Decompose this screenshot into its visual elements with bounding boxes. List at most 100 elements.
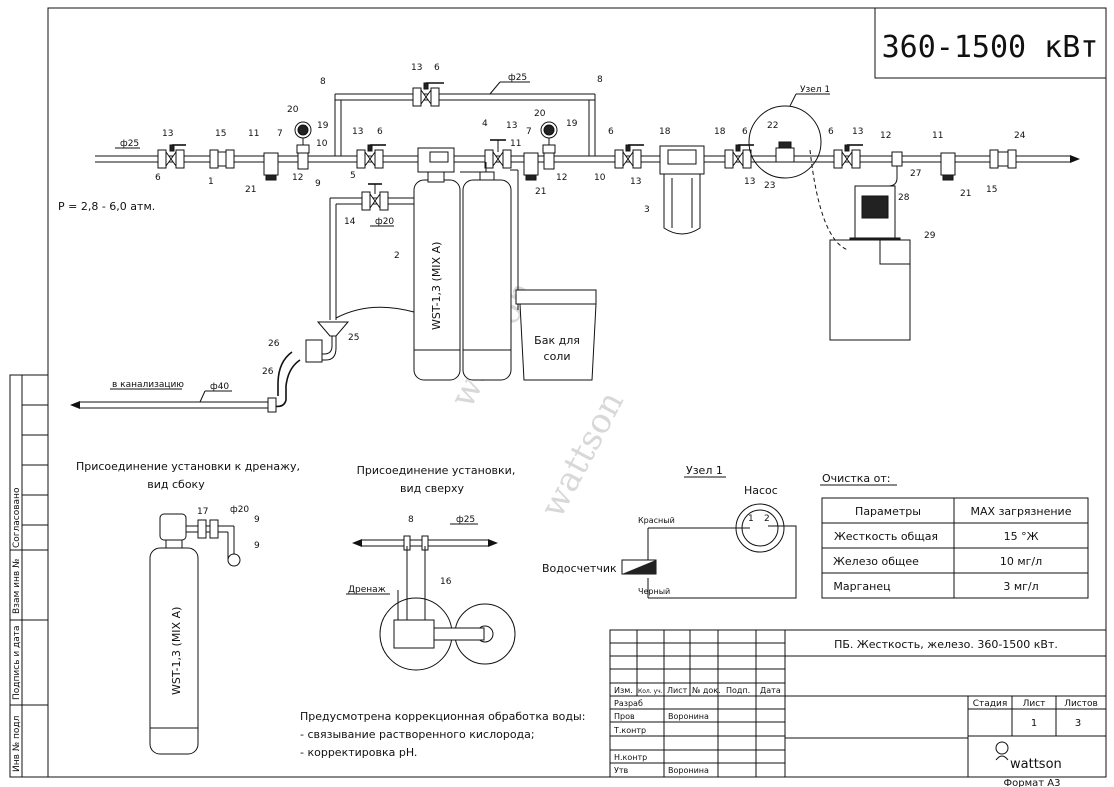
valve-inlet — [157, 144, 186, 169]
svg-text:8: 8 — [597, 75, 603, 85]
svg-text:17: 17 — [197, 507, 208, 517]
injection-12 — [891, 151, 903, 167]
watermark-2: wattson — [533, 385, 632, 524]
svg-text:20: 20 — [287, 105, 299, 115]
svg-text:11: 11 — [248, 129, 259, 139]
svg-text:7: 7 — [526, 127, 532, 137]
svg-text:23: 23 — [764, 181, 775, 191]
side-view-title-1: Присоединение установки к дренажу, — [76, 460, 300, 473]
stamp-doc-title: ПБ. Жесткость, железо. 360-1500 кВт. — [834, 638, 1058, 651]
filter-11-right — [940, 152, 956, 181]
top-view-title-2: вид сверху — [400, 482, 465, 495]
side-stamp-inv: Инв № подл — [12, 716, 22, 772]
svg-text:6: 6 — [434, 63, 440, 73]
stamp-role-approve: Утв — [614, 766, 629, 775]
svg-text:18: 18 — [714, 127, 726, 137]
filter-11 — [263, 152, 279, 181]
svg-text:13: 13 — [352, 127, 363, 137]
wire-red-label: Красный — [638, 516, 675, 525]
pipe-label-bypass: ф25 — [508, 73, 527, 83]
gauge-20-mid — [540, 121, 558, 170]
stamp-col-sign: Подп. — [726, 686, 750, 695]
stamp-format: Формат А3 — [1004, 778, 1061, 787]
svg-text:24: 24 — [1014, 131, 1026, 141]
svg-text:9: 9 — [315, 179, 321, 189]
svg-text:4: 4 — [482, 119, 488, 129]
brine-tank-label-1: Бак для — [534, 334, 580, 347]
svg-text:7: 7 — [277, 129, 283, 139]
stamp-sheets-header: Листов — [1064, 699, 1098, 709]
pipe-label-inlet: ф25 — [120, 139, 139, 149]
cleaning-row-hardness-value: 15 °Ж — [1004, 530, 1039, 543]
stamp-approver: Воронина — [668, 766, 709, 775]
stamp-role-ncontrol: Н.контр — [614, 753, 647, 762]
stamp-col-izm: Изм. — [614, 686, 633, 695]
valve-6-right-a — [724, 144, 754, 169]
stamp-stage: Стадия — [973, 699, 1008, 709]
svg-text:11: 11 — [510, 139, 521, 149]
dosing-station — [809, 149, 911, 341]
treatment-note-3: - корректировка pH. — [300, 746, 417, 759]
wattson-logo: wattson — [995, 741, 1062, 772]
pipe-label-drain: ф40 — [210, 382, 229, 392]
svg-text:22: 22 — [767, 121, 778, 131]
side-stamp-replace: Взам инв № — [12, 559, 22, 614]
top-view-title-1: Присоединение установки, — [357, 464, 516, 477]
svg-text:8: 8 — [320, 77, 326, 87]
side-view-pipe-label: ф20 — [230, 505, 249, 515]
side-view-title-2: вид сбоку — [147, 478, 205, 491]
svg-text:13: 13 — [744, 177, 755, 187]
svg-text:13: 13 — [162, 129, 173, 139]
svg-text:6: 6 — [608, 127, 614, 137]
drain-piping: в канализацию ф40 ф20 — [70, 183, 415, 413]
svg-text:6: 6 — [828, 127, 834, 137]
cleaning-table: Очистка от: Параметры MAX загрязнение Же… — [820, 472, 1089, 599]
valve-5 — [361, 183, 389, 211]
svg-text:20: 20 — [534, 109, 546, 119]
stamp-sheets: 3 — [1075, 718, 1081, 729]
stamp-col-date: Дата — [760, 686, 781, 695]
brine-tank-label-2: соли — [544, 350, 571, 363]
sheet-title: 360-1500 кВт — [882, 30, 1099, 65]
cleaning-row-hardness: Жесткость общая — [834, 530, 938, 543]
cleaning-title: Очистка от: — [822, 472, 891, 485]
node1-detail: Узел 1 Насос 1 2 Красный Черный Водосчет… — [542, 464, 797, 599]
union-15 — [209, 149, 235, 169]
stamp-role-dev: Разраб — [614, 699, 643, 708]
softener-label: WST-1,3 (MIX A) — [430, 242, 443, 330]
svg-text:15: 15 — [986, 185, 997, 195]
treatment-note-2: - связывание растворенного кислорода; — [300, 728, 535, 741]
svg-text:25: 25 — [348, 333, 359, 343]
svg-text:21: 21 — [245, 185, 256, 195]
svg-text:26: 26 — [268, 339, 280, 349]
main-pipeline: ф25 ф25 — [95, 73, 1080, 235]
filter-11-mid — [523, 152, 539, 181]
svg-text:13: 13 — [411, 63, 422, 73]
water-meter — [775, 141, 795, 163]
svg-text:18: 18 — [659, 127, 671, 137]
svg-text:1: 1 — [208, 177, 214, 187]
svg-text:6: 6 — [742, 127, 748, 137]
item-labels: 13 15 11 20 7 19 12 10 8 13 6 13 6 9 5 1… — [155, 63, 1026, 377]
stamp-sheet-header: Лист — [1023, 699, 1046, 709]
side-view-softener-label: WST-1,3 (MIX A) — [170, 607, 183, 695]
pressure-label: P = 2,8 - 6,0 атм. — [58, 200, 155, 213]
svg-text:15: 15 — [215, 129, 226, 139]
pipe-label-brine: ф20 — [375, 217, 394, 227]
cleaning-row-iron: Железо общее — [833, 555, 919, 568]
top-view: Присоединение установки, вид сверху 8 ф2… — [346, 464, 516, 671]
treatment-note: Предусмотрена коррекционная обработка во… — [300, 710, 585, 759]
svg-text:12: 12 — [292, 173, 303, 183]
cleaning-row-iron-value: 10 мг/л — [1000, 555, 1042, 568]
cartridge-filter — [659, 145, 705, 235]
node1-pump: Насос — [744, 484, 778, 497]
valve-6-mid — [614, 144, 644, 169]
stamp-role-tcontrol: Т.контр — [613, 726, 646, 735]
stamp-col-kol: Кол. уч. — [638, 688, 663, 695]
svg-text:28: 28 — [898, 193, 910, 203]
svg-text:19: 19 — [566, 119, 578, 129]
svg-text:10: 10 — [594, 173, 606, 183]
stamp-brand: wattson — [1010, 757, 1062, 772]
svg-text:10: 10 — [316, 139, 328, 149]
svg-text:29: 29 — [924, 231, 936, 241]
